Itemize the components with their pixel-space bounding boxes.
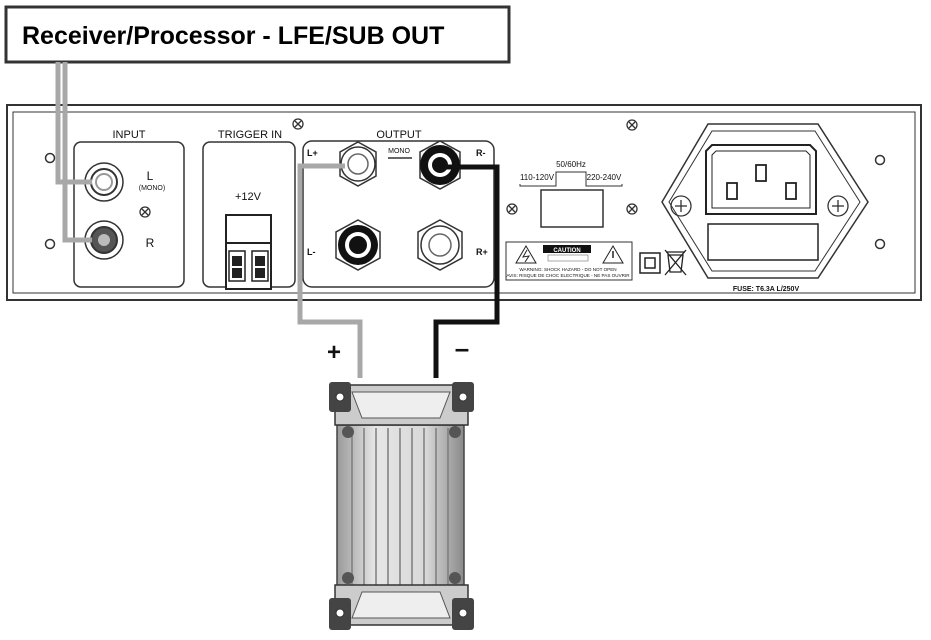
caution-text: CAUTION <box>553 248 580 254</box>
speaker-terminal-l-pos[interactable] <box>339 141 377 187</box>
input-mono-label: (MONO) <box>139 185 165 192</box>
iec-power-socket[interactable] <box>705 144 817 215</box>
voltage-frequency: 50/60Hz <box>556 160 586 169</box>
speaker-negative-label: – <box>455 333 469 363</box>
source-box: Receiver/Processor - LFE/SUB OUT <box>4 5 511 64</box>
rca-jack-right[interactable] <box>84 220 124 260</box>
terminal-label-l-neg: L- <box>307 247 316 257</box>
output-mono-label: MONO <box>388 148 410 155</box>
mounting-hole <box>874 154 886 166</box>
screw-icon <box>626 203 638 215</box>
screw-icon <box>670 195 692 217</box>
cables <box>55 62 500 378</box>
input-title: INPUT <box>113 129 146 141</box>
output-section: OUTPUT MONO L+ L- R- R+ <box>302 129 495 288</box>
input-right-label: R <box>146 236 155 250</box>
screw-icon <box>139 206 151 218</box>
speaker-terminal-r-pos[interactable] <box>417 219 463 271</box>
input-left-label: L <box>147 169 154 183</box>
trigger-connector[interactable] <box>225 214 272 290</box>
warning-line-1: WARNING: SHOCK HAZARD - DO NOT OPEN <box>519 267 616 272</box>
fuse-drawer[interactable] <box>707 223 819 261</box>
subwoofer-heatsink <box>329 382 474 630</box>
trigger-section: TRIGGER IN +12V <box>202 129 296 290</box>
fuse-rating: FUSE: T6.3A L/250V <box>733 286 800 293</box>
mounting-hole <box>874 238 886 250</box>
double-insulation-icon <box>639 252 661 274</box>
voltage-low-range: 110-120V <box>520 173 555 182</box>
voltage-high-range: 220-240V <box>587 173 622 182</box>
gray-cable-positive <box>297 163 363 378</box>
screw-icon <box>626 119 638 131</box>
shock-warning-icon <box>515 245 537 264</box>
mounting-hole <box>44 152 56 164</box>
screw-icon <box>292 118 304 130</box>
trigger-title: TRIGGER IN <box>218 129 282 141</box>
power-inlet <box>661 123 869 279</box>
speaker-positive-label: + <box>327 339 341 366</box>
rear-panel: INPUT L (MONO) R TRIGGER IN +12V <box>6 104 922 301</box>
speaker-terminal-l-neg[interactable] <box>335 219 381 271</box>
screw-icon <box>827 195 849 217</box>
terminal-label-l-pos: L+ <box>307 148 318 158</box>
speaker-terminal-r-neg[interactable] <box>419 140 461 190</box>
screw-icon <box>506 203 518 215</box>
gray-cable-source-right <box>62 62 92 243</box>
output-title: OUTPUT <box>376 129 422 141</box>
terminal-label-r-neg: R- <box>476 148 486 158</box>
black-cable-negative <box>433 164 500 378</box>
voltage-switch[interactable] <box>540 189 604 228</box>
source-title: Receiver/Processor - LFE/SUB OUT <box>22 22 444 50</box>
warning-line-2: AVIS: RISQUE DE CHOC ELECTRIQUE - NE PAS… <box>506 273 630 278</box>
terminal-label-r-pos: R+ <box>476 247 488 257</box>
trigger-voltage: +12V <box>235 191 262 203</box>
weee-bin-icon <box>664 249 687 276</box>
gray-cable-source-left <box>55 62 92 185</box>
voltage-selector: 50/60Hz 110-120V 220-240V <box>519 160 623 228</box>
warning-label: CAUTION WARNING: SHOCK HAZARD - DO NOT O… <box>505 241 633 281</box>
mounting-hole <box>44 238 56 250</box>
